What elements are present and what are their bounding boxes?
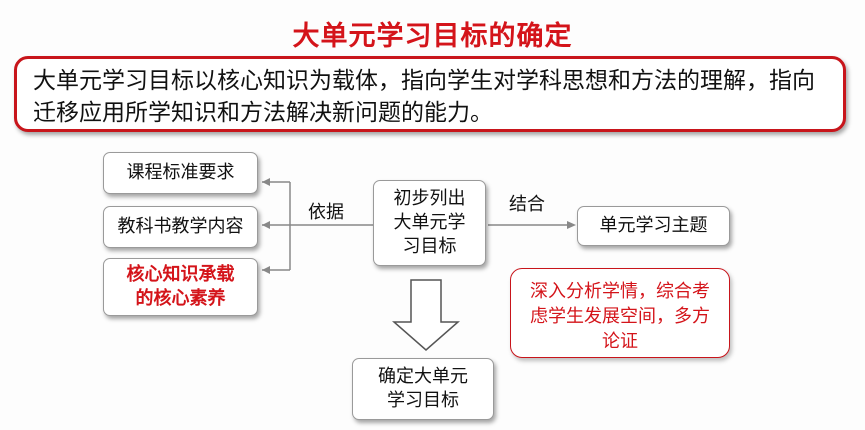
final-goals-box: 确定大单元学习目标 [352, 358, 494, 420]
unit-theme-box: 单元学习主题 [577, 206, 730, 246]
definition-banner: 大单元学习目标以核心知识为载体，指向学生对学科思想和方法的理解，指向迁移应用所学… [14, 56, 846, 132]
textbook-content-box: 教科书教学内容 [103, 206, 258, 248]
analysis-note-box: 深入分析学情，综合考虑学生发展空间，多方论证 [510, 268, 730, 358]
basis-label: 依据 [308, 202, 344, 223]
analysis-note-text: 深入分析学情，综合考虑学生发展空间，多方论证 [530, 281, 710, 352]
combine-label: 结合 [509, 194, 545, 215]
curriculum-standards-box: 课程标准要求 [103, 152, 258, 194]
core-literacy-box: 核心知识承载的核心素养 [103, 258, 258, 316]
page-title: 大单元学习目标的确定 [292, 21, 573, 52]
preliminary-goals-box: 初步列出大单元学习目标 [373, 180, 486, 266]
